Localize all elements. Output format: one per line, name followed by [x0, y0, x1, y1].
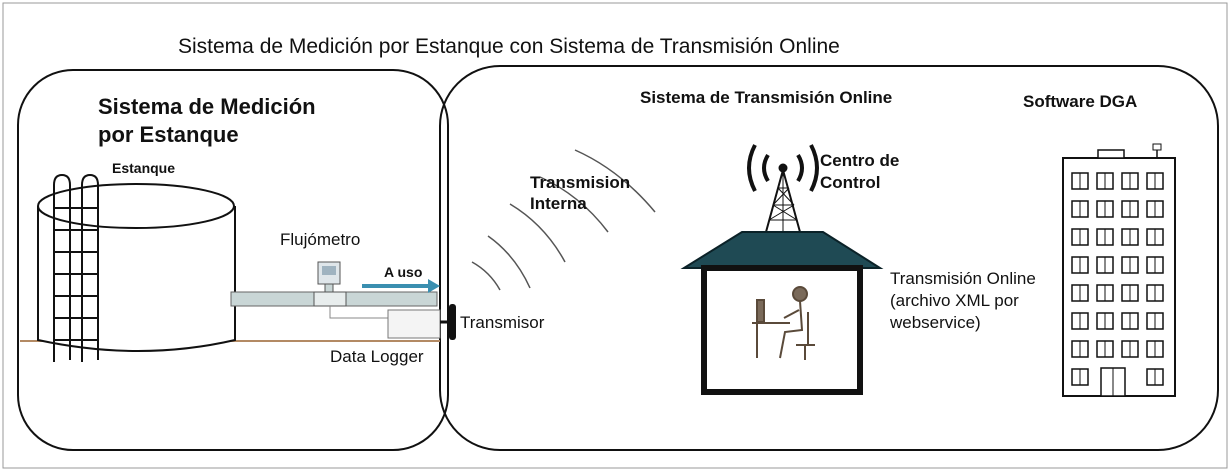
data-logger-label: Data Logger: [330, 347, 424, 366]
transmitter-label: Transmisor: [460, 313, 545, 332]
diagram-title: Sistema de Medición por Estanque con Sis…: [178, 35, 840, 58]
flow-arrow: [362, 279, 440, 293]
flowmeter-label: Flujómetro: [280, 230, 361, 249]
pipe-icon: [230, 291, 438, 307]
right-panel-box: [439, 65, 1219, 451]
radio-waves-icon: [471, 149, 656, 291]
control-center-label: Centro de Control: [820, 151, 900, 193]
signal-cable: [329, 306, 388, 319]
flowmeter-icon: [313, 261, 347, 307]
tank-label: Estanque: [112, 160, 176, 176]
system-heading: Sistema de Transmisión Online: [640, 88, 893, 107]
left-panel-box: [17, 69, 449, 451]
software-heading: Software DGA: [1023, 92, 1138, 111]
online-transmission-label: Transmisión Online (archivo XML por webs…: [890, 269, 1036, 333]
ladder-icon: [53, 173, 99, 362]
left-panel-heading: Sistema de Medición por Estanque: [98, 94, 316, 148]
transmitter-icon: [440, 304, 456, 340]
data-logger-icon: [387, 309, 441, 339]
office-building-icon: [1062, 143, 1176, 397]
arrow-label: A uso: [384, 264, 423, 280]
control-center-house-icon: [680, 231, 884, 395]
tank-icon: [37, 183, 236, 352]
antenna-tower-icon: [747, 144, 819, 233]
operator-at-desk-icon: [752, 286, 815, 360]
wireless-label: Transmision Interna: [530, 173, 631, 214]
